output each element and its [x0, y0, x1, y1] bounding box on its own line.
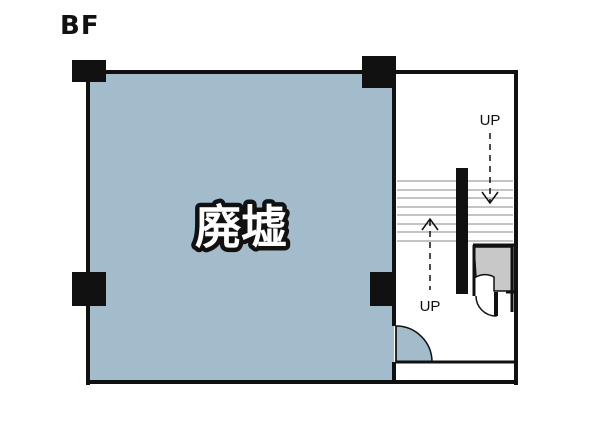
column-top-left: [72, 60, 106, 82]
column-mid-left: [72, 272, 106, 306]
column-mid-right: [370, 272, 396, 306]
closet-door-swing: [475, 295, 497, 317]
lower-up-label: UP: [420, 298, 441, 315]
lower-up-arrow: [421, 217, 439, 290]
exterior-walls: [86, 70, 518, 385]
room-label: 廃墟: [195, 200, 287, 254]
main-room-area: [88, 72, 394, 382]
closet-door-jamb: [494, 292, 498, 316]
floor-label: BF: [60, 11, 100, 41]
stair-treads: [397, 180, 513, 242]
upper-up-label: UP: [480, 112, 501, 129]
utility-closet: [472, 243, 514, 312]
room-door: [395, 325, 433, 363]
upper-up-arrow: [481, 133, 499, 205]
stair-center-wall: [456, 168, 468, 294]
column-top-right: [362, 56, 396, 88]
